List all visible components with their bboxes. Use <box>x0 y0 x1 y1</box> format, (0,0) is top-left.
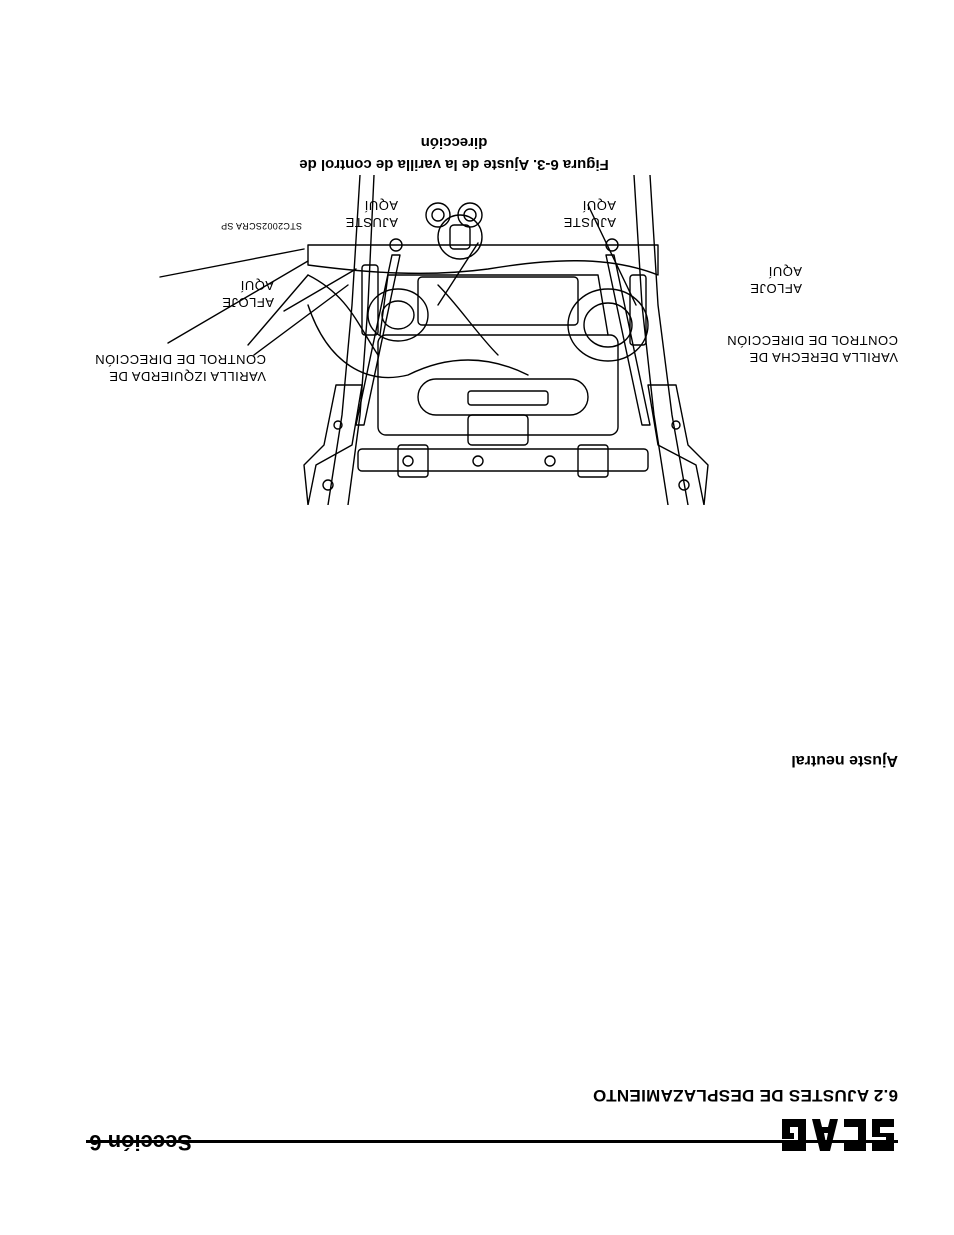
section-heading: 6.2 AJUSTES DE DESPLAZAMIENTO <box>592 1086 898 1105</box>
figure-caption: Figura 6-3. Ajuste de la varilla de cont… <box>299 134 609 173</box>
subheading: Ajuste neutral <box>791 752 898 769</box>
callout-right-adjust: AJUSTE AQUÍ <box>563 198 616 230</box>
callout-left-loosen: AFLOJE AQUÍ <box>221 278 274 310</box>
callout-left-steering-rod: VARILLA IZQUIERDA DE CONTROL DE DIRECCIÓ… <box>94 352 266 384</box>
scag-logo <box>778 1113 898 1157</box>
header-divider <box>86 1140 898 1143</box>
steering-rod-illustration <box>159 175 709 505</box>
figure-part-code: STC2002SCRA SP <box>220 221 302 231</box>
callout-right-loosen: AFLOJE AQUÍ <box>749 264 802 296</box>
callout-left-adjust: AJUSTE AQUÍ <box>345 198 398 230</box>
callout-right-steering-rod: VARILLA DERECHA DE CONTROL DE DIRECCIÓN <box>726 333 898 365</box>
